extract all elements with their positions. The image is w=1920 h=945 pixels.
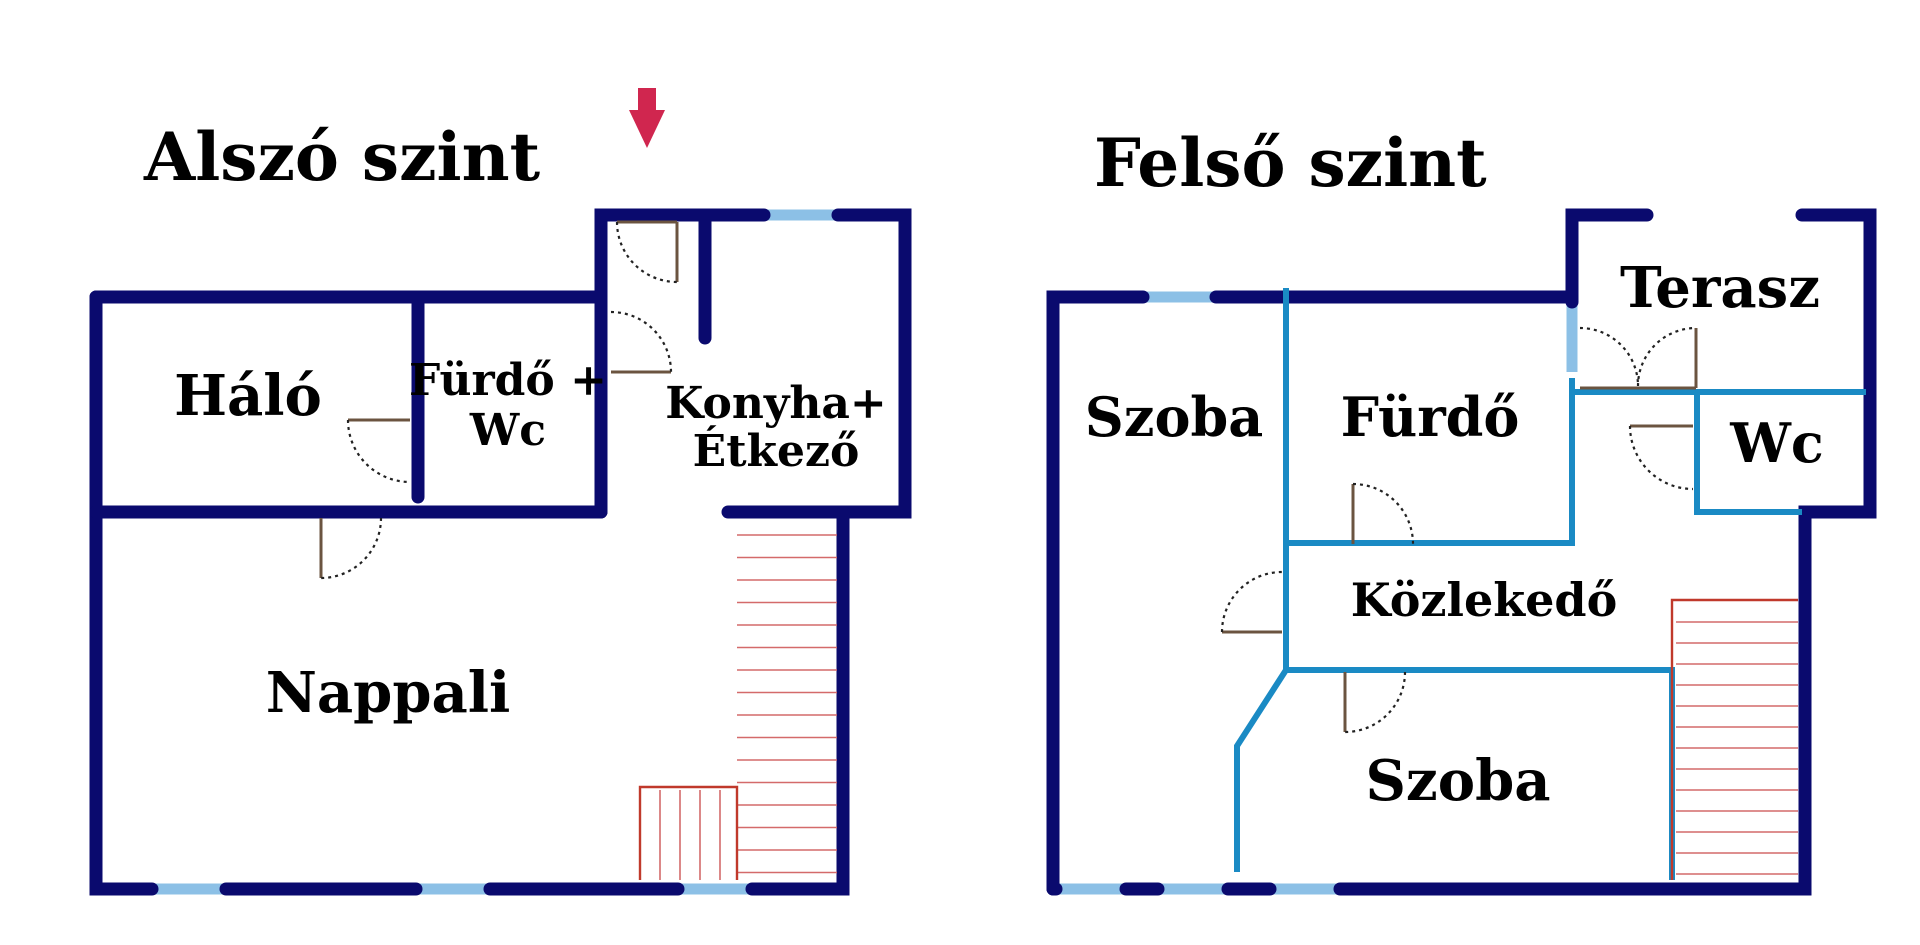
partition bbox=[1286, 378, 1575, 546]
door[interactable] bbox=[610, 310, 673, 374]
wall bbox=[1209, 290, 1579, 309]
room-label-szoba-bottom: Szoba bbox=[1365, 748, 1550, 814]
wall bbox=[721, 208, 912, 519]
room-label-furdo-line1: Fürdő + bbox=[409, 355, 607, 406]
lower-windows bbox=[152, 209, 838, 895]
stair-frame bbox=[1670, 598, 1798, 880]
room-label-furdo-line2: Wc bbox=[469, 405, 546, 456]
entrance-arrow-icon bbox=[629, 88, 665, 148]
room-label-halo: Háló bbox=[174, 363, 322, 429]
door[interactable] bbox=[1351, 482, 1415, 545]
upper-walls bbox=[1046, 208, 1877, 896]
room-label-wc: Wc bbox=[1729, 411, 1824, 475]
upper-floor-plan: Felső szint Terasz Szoba Fürdő Wc Közlek… bbox=[1046, 124, 1877, 896]
room-label-konyha-line1: Konyha+ bbox=[665, 378, 887, 429]
room-label-kozlekedo: Közlekedő bbox=[1351, 573, 1618, 627]
room-label-furdo: Fürdő bbox=[1341, 385, 1520, 449]
upper-windows bbox=[1056, 291, 1578, 895]
door[interactable] bbox=[346, 418, 411, 484]
room-label-nappali: Nappali bbox=[266, 660, 511, 726]
door[interactable] bbox=[319, 517, 383, 580]
door[interactable] bbox=[1343, 671, 1407, 734]
wall bbox=[1046, 290, 1150, 896]
upper-stairs bbox=[1670, 598, 1798, 880]
lower-walls bbox=[89, 208, 912, 896]
door[interactable] bbox=[1220, 570, 1283, 634]
lower-stairs bbox=[638, 534, 837, 880]
lower-floor-title: Alszó szint bbox=[143, 118, 541, 196]
terrace-double-door[interactable] bbox=[1579, 326, 1698, 390]
stair-landing bbox=[638, 785, 739, 880]
door[interactable] bbox=[615, 220, 679, 284]
upper-floor-title: Felső szint bbox=[1094, 124, 1487, 202]
lower-floor-plan: Alszó szint Háló Fürdő + Wc Konyha+ Étke… bbox=[89, 88, 912, 896]
room-label-konyha-line2: Étkező bbox=[693, 424, 860, 477]
wall bbox=[1565, 208, 1654, 304]
wall bbox=[89, 208, 771, 304]
room-label-szoba-left: Szoba bbox=[1085, 385, 1263, 449]
lower-doors bbox=[319, 220, 679, 580]
upper-doors bbox=[1220, 326, 1698, 734]
wall bbox=[89, 290, 159, 896]
door[interactable] bbox=[1628, 424, 1694, 491]
wall bbox=[1333, 208, 1877, 896]
room-label-terasz: Terasz bbox=[1620, 255, 1820, 321]
partition bbox=[1234, 668, 1289, 872]
partition bbox=[1694, 392, 1802, 515]
wall bbox=[745, 505, 850, 896]
